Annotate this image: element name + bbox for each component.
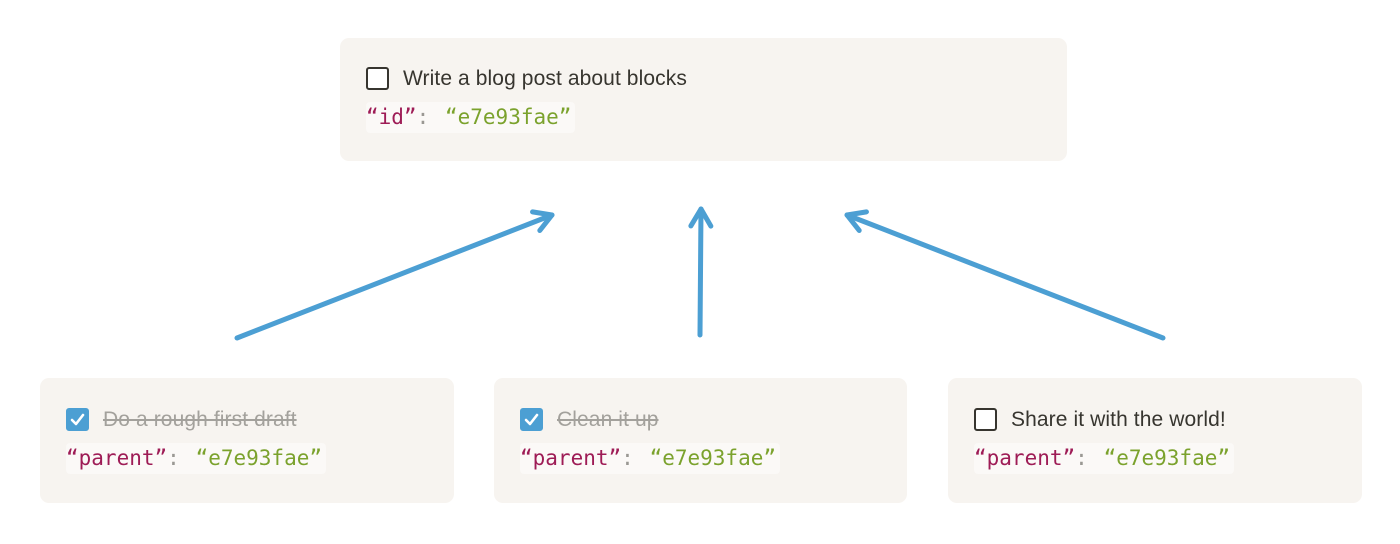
parent-block-card: Write a blog post about blocks “id”: “e7e… [340, 38, 1067, 161]
child-block-card: Clean it up “parent”: “e7e93fae” [494, 378, 907, 503]
checkmark-icon [70, 414, 85, 426]
arrow-left-child-to-parent [234, 209, 555, 341]
property-value: “e7e93fae” [649, 446, 776, 471]
checkmark-icon [524, 414, 539, 426]
todo-title: Do a rough first draft [103, 408, 297, 432]
block-parent-property: “parent”: “e7e93fae” [66, 443, 326, 474]
todo-checkbox[interactable] [974, 408, 997, 432]
todo-title: Share it with the world! [1011, 408, 1226, 432]
child-block-card: Share it with the world! “parent”: “e7e93… [948, 378, 1362, 503]
property-separator: : [621, 446, 634, 471]
todo-title: Clean it up [557, 408, 659, 432]
todo-checkbox[interactable] [366, 67, 389, 91]
property-key: “parent” [974, 446, 1076, 471]
property-value: “e7e93fae” [1103, 446, 1230, 471]
property-value: “e7e93fae” [444, 105, 572, 130]
todo-title: Write a blog post about blocks [403, 67, 687, 91]
property-key: “parent” [66, 446, 168, 471]
child-block-card: Do a rough first draft “parent”: “e7e93fa… [40, 378, 454, 503]
todo-checkbox[interactable] [520, 408, 543, 432]
property-separator: : [167, 446, 180, 471]
todo-row: Write a blog post about blocks [366, 66, 1041, 91]
todo-row: Do a rough first draft [66, 407, 428, 432]
block-parent-property: “parent”: “e7e93fae” [974, 443, 1234, 474]
todo-row: Share it with the world! [974, 407, 1336, 432]
property-separator: : [1075, 446, 1088, 471]
property-key: “parent” [520, 446, 622, 471]
todo-row: Clean it up [520, 407, 881, 432]
property-key: “id” [366, 105, 417, 130]
property-separator: : [416, 105, 430, 130]
block-id-property: “id”: “e7e93fae” [366, 102, 576, 133]
block-parent-property: “parent”: “e7e93fae” [520, 443, 780, 474]
arrow-middle-child-to-parent [688, 206, 714, 338]
property-value: “e7e93fae” [195, 446, 322, 471]
arrow-right-child-to-parent [844, 209, 1166, 341]
todo-checkbox[interactable] [66, 408, 89, 432]
